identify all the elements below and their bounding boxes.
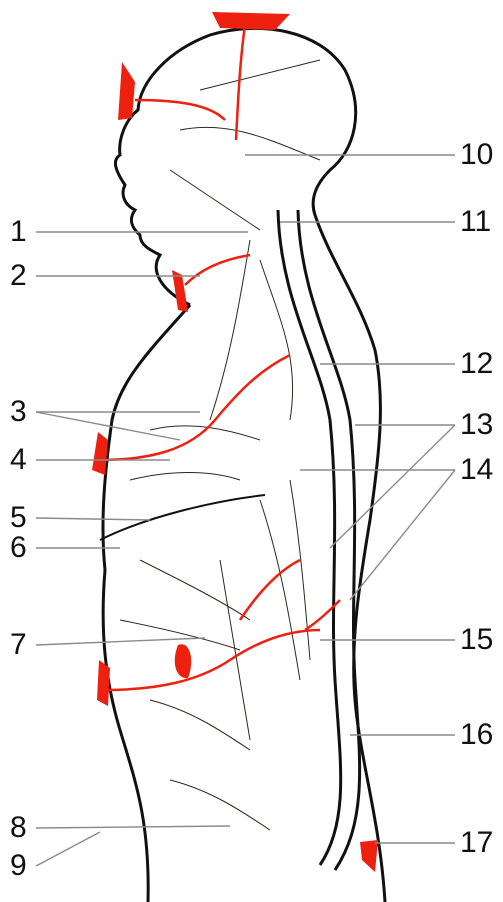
skin-zone-organ bbox=[175, 644, 191, 678]
skin-zone-abdomen bbox=[97, 660, 110, 706]
label-6: 6 bbox=[10, 533, 27, 563]
label-10: 10 bbox=[460, 140, 493, 170]
label-11: 11 bbox=[460, 207, 491, 237]
nerve-network bbox=[120, 60, 320, 830]
leader-line-9 bbox=[36, 832, 100, 866]
leader-line-3a bbox=[36, 412, 180, 440]
skin-zone-sacral bbox=[360, 840, 378, 872]
leader-line-14b bbox=[350, 470, 455, 600]
body-outline bbox=[115, 28, 385, 902]
red-skin-zones bbox=[92, 12, 378, 872]
label-17: 17 bbox=[460, 828, 493, 858]
leader-line-5 bbox=[36, 518, 150, 520]
label-12: 12 bbox=[460, 349, 493, 379]
label-8: 8 bbox=[10, 813, 27, 843]
label-16: 16 bbox=[460, 720, 493, 750]
leader-lines bbox=[36, 155, 455, 866]
spine bbox=[278, 210, 360, 870]
body-front-outline bbox=[103, 305, 190, 902]
label-13: 13 bbox=[460, 410, 493, 440]
abdomen-line bbox=[100, 495, 265, 540]
leader-line-8 bbox=[36, 826, 230, 828]
skin-zone-forehead bbox=[118, 62, 135, 120]
label-15: 15 bbox=[460, 625, 493, 655]
leader-line-13b bbox=[330, 425, 455, 548]
skin-zone-top bbox=[212, 12, 290, 30]
label-2: 2 bbox=[10, 261, 27, 291]
label-3: 3 bbox=[10, 397, 27, 427]
label-5: 5 bbox=[10, 503, 27, 533]
label-7: 7 bbox=[10, 630, 27, 660]
label-14: 14 bbox=[460, 455, 493, 485]
label-1: 1 bbox=[10, 217, 27, 247]
leader-line-7 bbox=[36, 638, 205, 645]
label-9: 9 bbox=[10, 851, 27, 881]
label-4: 4 bbox=[10, 445, 27, 475]
